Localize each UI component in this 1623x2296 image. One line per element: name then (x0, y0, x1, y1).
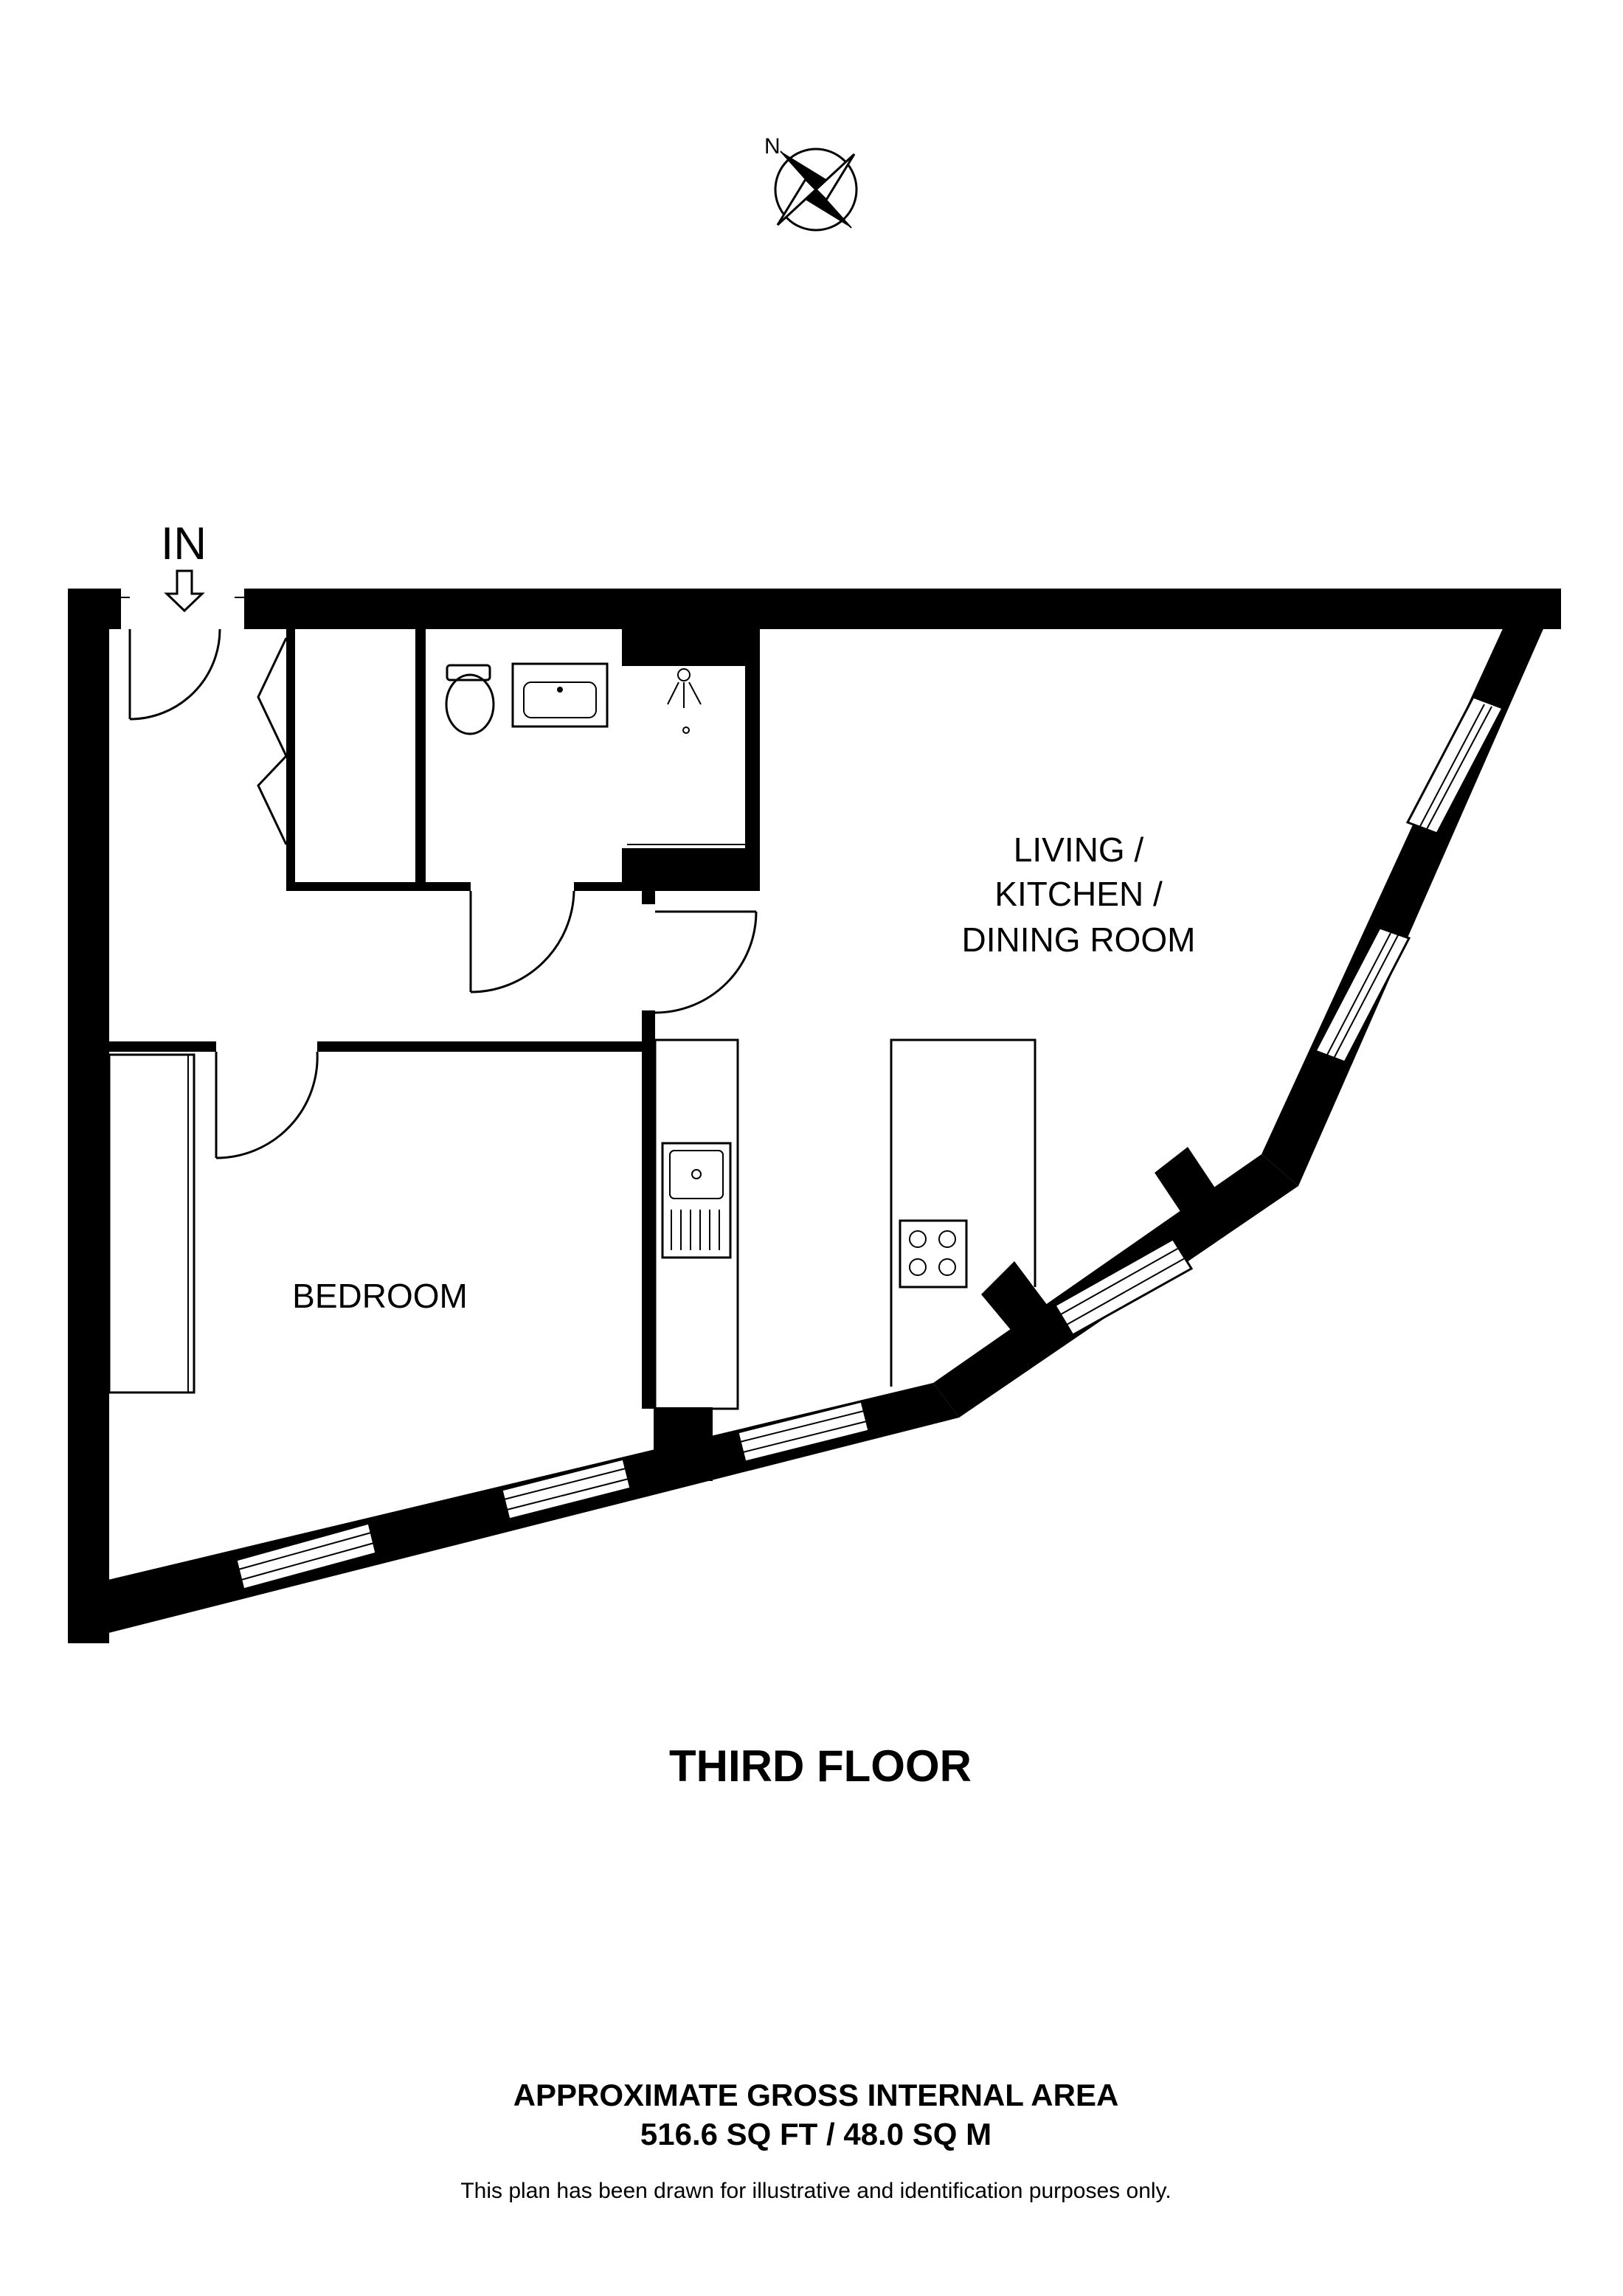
kitchen-counter (654, 1038, 739, 1410)
disclaimer: This plan has been drawn for illustrativ… (460, 2179, 1171, 2203)
toilet-icon (445, 664, 495, 735)
doors (121, 597, 758, 1159)
wardrobe (108, 1053, 195, 1394)
entry-arrow-icon (164, 569, 205, 613)
north-label: N (764, 134, 781, 159)
living-label-line1: LIVING / (1014, 830, 1144, 869)
entry-label: IN (161, 518, 207, 569)
area-value: 516.6 SQ FT / 48.0 SQ M (640, 2117, 992, 2151)
kitchen-island (890, 1038, 1037, 1387)
area-heading: APPROXIMATE GROSS INTERNAL AREA (513, 2078, 1119, 2112)
windows (235, 696, 1505, 1591)
sink-icon (661, 1142, 732, 1259)
hob-icon (899, 1219, 968, 1289)
basin-icon (511, 662, 609, 728)
bedroom-label: BEDROOM (292, 1277, 468, 1315)
floor-title: THIRD FLOOR (669, 1741, 972, 1791)
living-label-line2: KITCHEN / (994, 875, 1163, 913)
interior-walls (109, 629, 760, 1409)
shower-icon (627, 668, 745, 845)
living-label-line3: DINING ROOM (962, 920, 1196, 959)
compass-rose-icon (774, 148, 858, 232)
